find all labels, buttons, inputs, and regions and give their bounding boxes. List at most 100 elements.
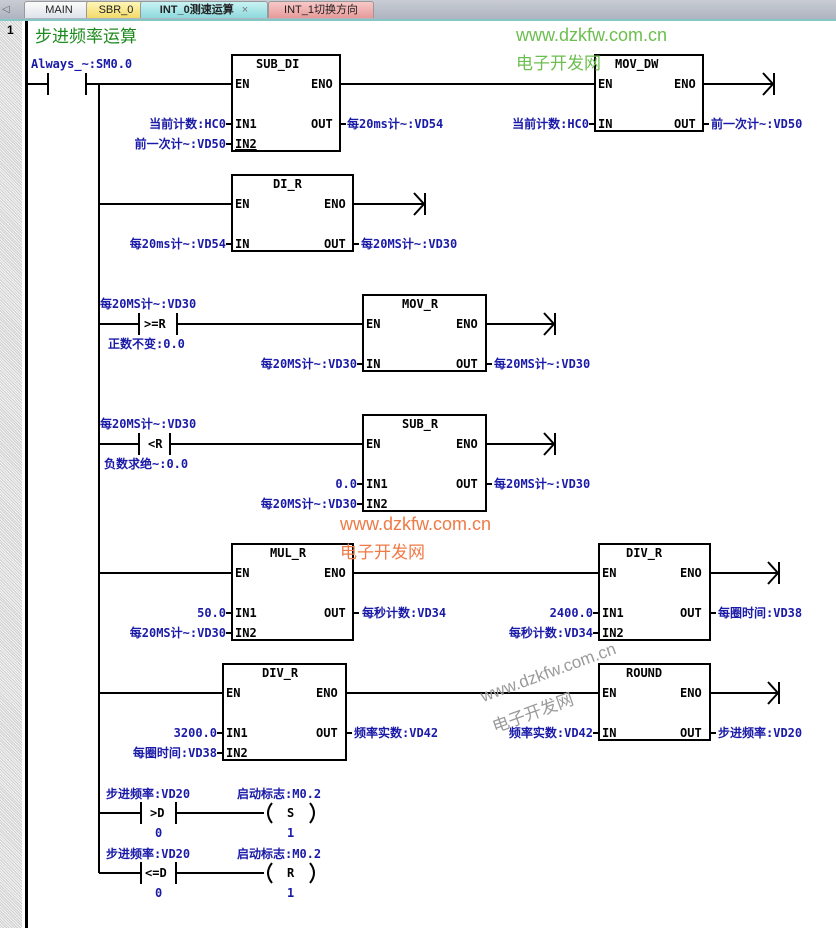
mul-r-name: MUL_R	[270, 546, 307, 560]
sub-di-in1-operand[interactable]: 当前计数:HC0	[149, 117, 226, 131]
out-pin: OUT	[316, 726, 338, 740]
in1-pin: IN1	[226, 726, 248, 740]
tab-label: INT_1切换方向	[284, 4, 358, 16]
close-icon[interactable]: ×	[241, 4, 249, 16]
compare-gt-d-bottom-operand[interactable]: 0	[155, 826, 163, 840]
en-pin: EN	[602, 686, 617, 700]
mul-r-box	[231, 543, 354, 641]
div-r1-in1-operand[interactable]: 2400.0	[549, 606, 593, 620]
set-coil-count[interactable]: 1	[287, 826, 295, 840]
sub-r-name: SUB_R	[402, 417, 439, 431]
watermark-name: 电子开发网	[516, 54, 601, 73]
set-coil-op[interactable]: S	[287, 806, 295, 820]
div-r2-in1-operand[interactable]: 3200.0	[173, 726, 217, 740]
network-title[interactable]: 步进频率运算	[35, 27, 137, 47]
out-pin: OUT	[680, 726, 702, 740]
en-pin: EN	[598, 77, 613, 91]
sub-r-in1-operand[interactable]: 0.0	[335, 477, 357, 491]
en-pin: EN	[366, 437, 381, 451]
tab-label: INT_0测速运算	[159, 4, 234, 16]
out-pin: OUT	[456, 357, 478, 371]
eno-pin: ENO	[680, 566, 702, 580]
watermark-url: www.dzkfw.com.cn	[516, 25, 668, 45]
sub-r-box	[362, 414, 487, 512]
di-r-name: DI_R	[273, 177, 302, 191]
div-r1-in2-operand[interactable]: 每秒计数:VD34	[508, 626, 593, 640]
round-name: ROUND	[626, 666, 663, 680]
compare-ge-r-top-operand[interactable]: 每20MS计~:VD30	[100, 297, 197, 311]
di-r-in-operand[interactable]: 每20ms计~:VD54	[129, 237, 226, 251]
eno-pin: ENO	[680, 686, 702, 700]
div-r2-out-operand[interactable]: 频率实数:VD42	[354, 726, 439, 740]
compare-le-d-bottom-operand[interactable]: 0	[155, 886, 163, 900]
in-pin: IN	[598, 117, 613, 131]
round-out-operand[interactable]: 步进频率:VD20	[718, 726, 803, 740]
out-pin: OUT	[674, 117, 696, 131]
in2-pin: IN2	[602, 626, 624, 640]
sub-di-name: SUB_DI	[256, 57, 300, 71]
reset-coil-operand[interactable]: 启动标志:M0.2	[237, 847, 322, 861]
sub-r-out-operand[interactable]: 每20MS计~:VD30	[494, 477, 591, 491]
compare-lt-r-op[interactable]: <R	[148, 437, 163, 451]
mov-dw-in-operand[interactable]: 当前计数:HC0	[512, 117, 589, 131]
eno-pin: ENO	[456, 437, 478, 451]
in2-pin: IN2	[366, 497, 388, 511]
in2-pin: IN2	[226, 746, 248, 760]
always-contact-label[interactable]: Always_~:SM0.0	[31, 57, 133, 71]
div-r1-out-operand[interactable]: 每圈时间:VD38	[718, 606, 803, 620]
compare-le-d-top-operand[interactable]: 步进频率:VD20	[106, 847, 191, 861]
in1-pin: IN1	[235, 606, 257, 620]
mul-r-out-operand[interactable]: 每秒计数:VD34	[362, 606, 447, 620]
in1-pin: IN1	[366, 477, 388, 491]
en-pin: EN	[235, 197, 250, 211]
out-pin: OUT	[311, 117, 333, 131]
eno-pin: ENO	[324, 197, 346, 211]
eno-pin: ENO	[456, 317, 478, 331]
sub-di-out-operand[interactable]: 每20ms计~:VD54	[347, 117, 444, 131]
in2-pin: IN2	[235, 626, 257, 640]
eno-pin: ENO	[674, 77, 696, 91]
di-r-box	[231, 174, 354, 252]
compare-gt-d-op[interactable]: >D	[150, 806, 165, 820]
div-r-box-1	[598, 543, 711, 641]
mov-r-out-operand[interactable]: 每20MS计~:VD30	[494, 357, 591, 371]
en-pin: EN	[235, 566, 250, 580]
compare-ge-r-op[interactable]: >=R	[144, 317, 166, 331]
mul-r-in2-operand[interactable]: 每20MS计~:VD30	[129, 626, 226, 640]
out-pin: OUT	[680, 606, 702, 620]
sub-r-in2-operand[interactable]: 每20MS计~:VD30	[260, 497, 357, 511]
tab-label: SBR_0	[98, 4, 134, 16]
in-pin: IN	[366, 357, 381, 371]
in1-pin: IN1	[235, 117, 257, 131]
set-coil-operand[interactable]: 启动标志:M0.2	[237, 787, 322, 801]
tab-int-1[interactable]: INT_1切换方向	[268, 1, 374, 18]
watermark-url: www.dzkfw.com.cn	[340, 514, 492, 534]
compare-le-d-op[interactable]: <=D	[145, 866, 167, 880]
en-pin: EN	[366, 317, 381, 331]
mul-r-in1-operand[interactable]: 50.0	[197, 606, 226, 620]
tab-int-0[interactable]: INT_0测速运算 ×	[140, 1, 268, 18]
network-gutter	[0, 21, 22, 928]
mov-r-in-operand[interactable]: 每20MS计~:VD30	[260, 357, 357, 371]
watermark-name: 电子开发网	[340, 543, 425, 562]
tab-main[interactable]: MAIN	[24, 1, 94, 18]
di-r-out-operand[interactable]: 每20MS计~:VD30	[361, 237, 458, 251]
reset-coil-count[interactable]: 1	[287, 886, 295, 900]
div-r2-in2-operand[interactable]: 每圈时间:VD38	[132, 746, 217, 760]
round-in-operand[interactable]: 频率实数:VD42	[508, 726, 593, 740]
reset-coil-op[interactable]: R	[287, 866, 295, 880]
compare-lt-r-top-operand[interactable]: 每20MS计~:VD30	[100, 417, 197, 431]
in1-pin: IN1	[602, 606, 624, 620]
tab-sbr-0[interactable]: SBR_0	[86, 1, 146, 18]
compare-gt-d-top-operand[interactable]: 步进频率:VD20	[106, 787, 191, 801]
tab-label: MAIN	[45, 4, 73, 16]
compare-ge-r-bottom-operand[interactable]: 正数不变:0.0	[108, 337, 185, 351]
network-number: 1	[7, 23, 14, 37]
out-pin: OUT	[324, 606, 346, 620]
editor-tab-bar: ◁ MAIN SBR_0 INT_0测速运算 × INT_1切换方向	[0, 0, 836, 21]
compare-lt-r-bottom-operand[interactable]: 负数求绝~:0.0	[104, 457, 189, 471]
mov-dw-out-operand[interactable]: 前一次计~:VD50	[711, 117, 803, 131]
sub-di-in2-operand[interactable]: 前一次计~:VD50	[134, 137, 226, 151]
tab-scroll-left-icon[interactable]: ◁	[2, 4, 10, 15]
out-pin: OUT	[456, 477, 478, 491]
